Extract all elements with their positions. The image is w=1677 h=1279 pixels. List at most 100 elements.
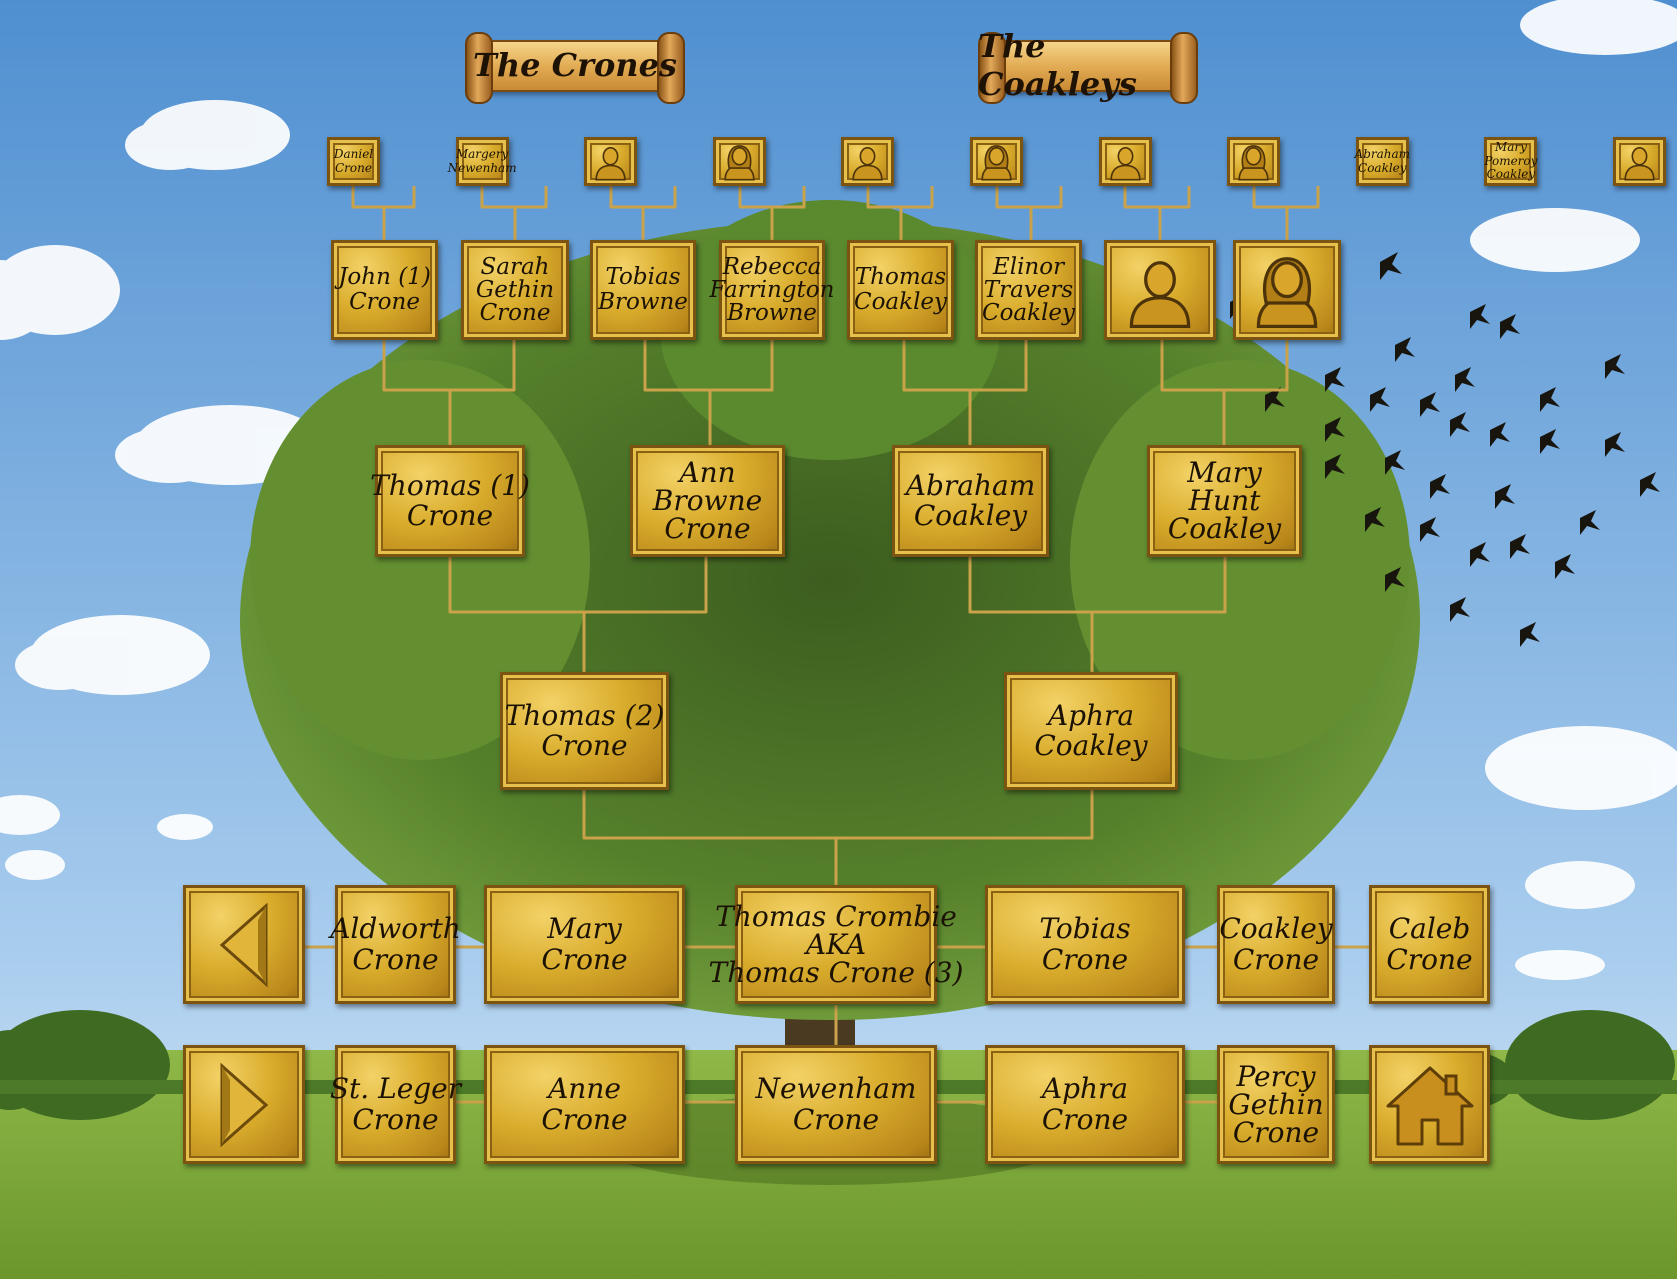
- person-name-line: Browne: [727, 299, 817, 326]
- person-name-line: John (1): [338, 264, 431, 291]
- big-tree: [240, 200, 1420, 1185]
- male-silhouette-icon: [1624, 147, 1655, 181]
- person-name-line: Crone: [352, 1102, 439, 1136]
- person-name-line: Crone: [1232, 942, 1320, 976]
- person-name-line: Thomas (2): [504, 698, 665, 732]
- person-name-line: Coakley: [1486, 167, 1536, 182]
- person-name-line: Crone: [541, 942, 628, 976]
- great-grandparent-1[interactable]: John (1)Crone: [331, 240, 438, 340]
- person-name-line: Browne: [652, 484, 763, 517]
- person-name-line: Crone: [541, 1102, 628, 1136]
- person-name-line: Crone: [1041, 942, 1129, 976]
- person-name-line: Tobias: [605, 264, 681, 291]
- person-name-line: Abraham: [1354, 146, 1411, 161]
- person-name-line: Coakley: [1219, 912, 1333, 946]
- person-name-line: Crone: [479, 299, 551, 326]
- person-name-line: Daniel: [333, 146, 374, 161]
- person-name-line: Coakley: [913, 499, 1028, 532]
- person-name-line: Caleb: [1388, 912, 1471, 946]
- male-silhouette-icon: [595, 147, 626, 181]
- person-name-line: Mary: [1187, 456, 1262, 489]
- flying-birds: [1230, 252, 1660, 647]
- person-name-line: AKA: [805, 927, 867, 961]
- person-name-line: Farrington: [709, 276, 835, 303]
- person-name-line: Hunt: [1188, 484, 1261, 517]
- person-name-line: Percy: [1236, 1059, 1316, 1093]
- person-name-line: Ann: [679, 456, 736, 489]
- person-name-line: Crone: [352, 942, 439, 976]
- ggg-parent-3[interactable]: [584, 137, 638, 186]
- person-name-line: Coakley: [1358, 160, 1407, 175]
- crones-banner-title: The Crones: [473, 46, 677, 84]
- person-name-line: Pomeroy: [1484, 153, 1538, 168]
- person-name-line: Mary: [547, 912, 622, 946]
- person-name-line: Coakley: [981, 299, 1076, 326]
- crones-banner: The Crones: [465, 30, 685, 104]
- person-name-line: Crone: [792, 1102, 880, 1136]
- person-name-line: Newenham: [447, 160, 517, 175]
- house-icon: [1386, 1066, 1473, 1145]
- person-name-line: Elinor: [992, 253, 1065, 280]
- grandparent-1[interactable]: Thomas (1)Crone: [370, 445, 530, 557]
- person-name-line: Gethin: [1228, 1087, 1324, 1121]
- great-grandparent-7[interactable]: [1104, 240, 1216, 340]
- person-name-line: Crone: [335, 160, 372, 175]
- person-name-line: Mary: [1494, 139, 1527, 154]
- person-name-line: Coakley: [853, 289, 948, 315]
- person-name-line: Crone: [349, 289, 420, 315]
- person-name-line: Crone: [1386, 942, 1473, 976]
- female-silhouette-icon: [1238, 145, 1269, 181]
- person-name-line: Aldworth: [330, 912, 461, 946]
- forward-button[interactable]: [183, 1045, 305, 1164]
- female-silhouette-icon: [981, 145, 1012, 181]
- ggg-parent-8[interactable]: [1227, 137, 1281, 186]
- person-name-line: Gethin: [475, 276, 555, 303]
- person-name-line: Coakley: [1034, 729, 1148, 762]
- person-name-line: Crone: [406, 499, 494, 532]
- coakleys-banner-title: The Coakleys: [978, 27, 1137, 103]
- person-name-line: Anne: [548, 1072, 621, 1106]
- parent-1[interactable]: Thomas (2)Crone: [500, 672, 669, 790]
- coakleys-banner: The Coakleys: [978, 27, 1198, 104]
- male-silhouette-icon: [1129, 261, 1191, 329]
- ggg-parent-7[interactable]: [1098, 137, 1152, 186]
- person-name-line: Crone: [1041, 1102, 1129, 1136]
- great-grandparent-8[interactable]: [1233, 240, 1341, 340]
- person-name-line: Abraham: [905, 468, 1036, 502]
- triangle-right-icon: [220, 1062, 269, 1147]
- ggg-parent-6[interactable]: [970, 137, 1023, 186]
- person-name-line: St. Leger: [329, 1072, 462, 1106]
- home-button[interactable]: [1369, 1045, 1490, 1164]
- ggg-parent-5[interactable]: [841, 137, 895, 186]
- person-name-line: Thomas Crone (3): [708, 955, 964, 989]
- back-button[interactable]: [183, 885, 305, 1004]
- ggg-parent-11[interactable]: [1613, 137, 1666, 186]
- person-name-line: Sarah: [480, 253, 550, 280]
- ggg-parent-4[interactable]: [712, 137, 766, 186]
